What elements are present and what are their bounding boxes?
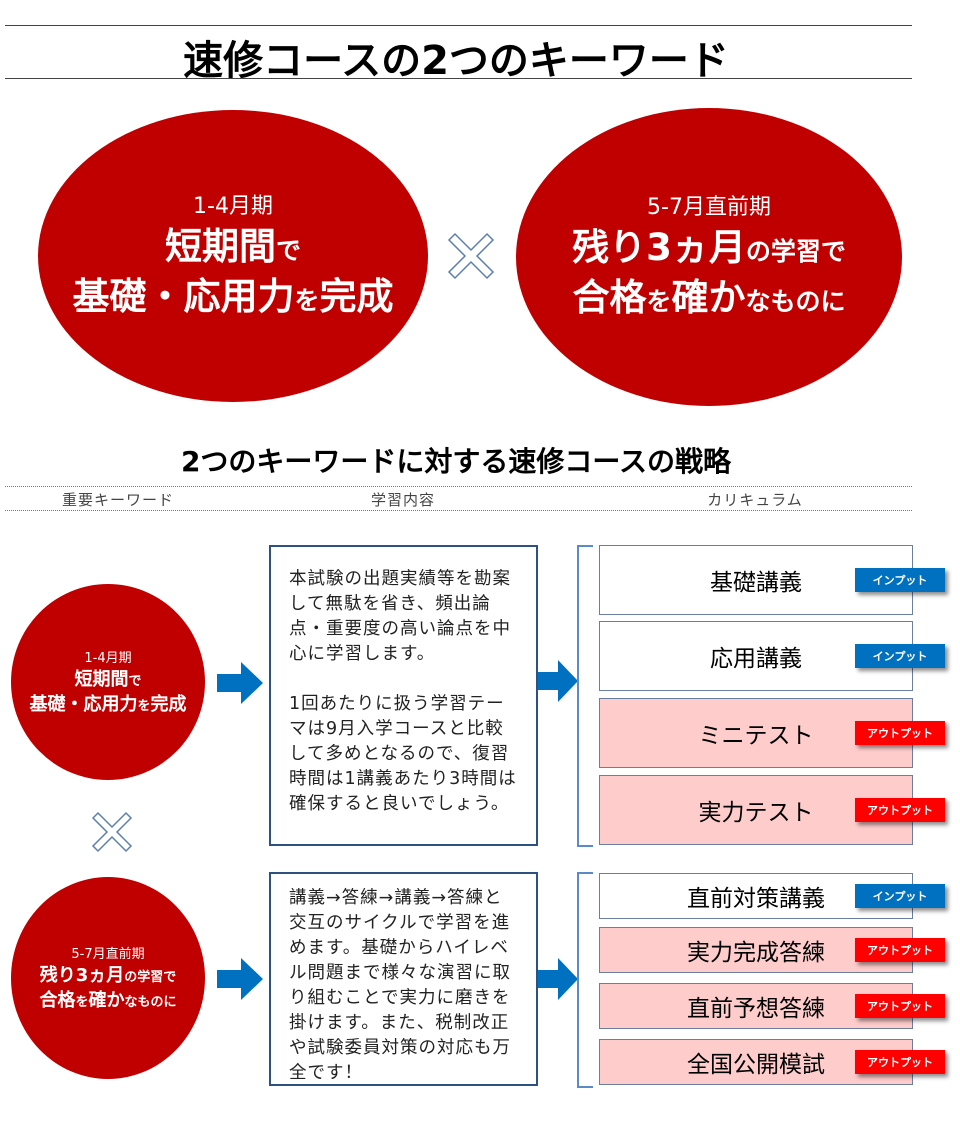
keyword-line: 基礎・応用力を完成 bbox=[29, 693, 187, 715]
study-content-box-1: 本試験の出題実績等を勘案して無駄を省き、頻出論点・重要度の高い論点を中心に学習し… bbox=[269, 545, 538, 846]
output-badge: アウトプット bbox=[855, 721, 945, 745]
keyword-line: 残り3ヵ月の学習で bbox=[39, 964, 177, 986]
input-badge: インプット bbox=[855, 884, 945, 908]
arrow-right-icon bbox=[217, 958, 263, 1000]
study-content-text: 1回あたりに扱う学習テーマは9月入学コースと比較して多めとなるので、復習時間は1… bbox=[289, 694, 517, 814]
keyword-line: 合格を確かなものに bbox=[39, 989, 177, 1011]
keyword-line: 残り3ヵ月の学習で bbox=[572, 226, 846, 269]
output-badge: アウトプット bbox=[855, 938, 945, 962]
keyword-ellipse-2: 5-7月直前期 残り3ヵ月の学習で 合格を確かなものに bbox=[516, 108, 902, 406]
period-label: 1-4月期 bbox=[84, 650, 132, 666]
section-subtitle: 2つのキーワードに対する速修コースの戦略 bbox=[180, 445, 732, 478]
keyword-ellipse-1: 1-4月期 短期間で 基礎・応用力を完成 bbox=[38, 110, 428, 402]
column-header: 学習内容 bbox=[370, 491, 436, 509]
study-content-text: 講義→答練→講義→答練と交互のサイクルで学習を進めます。基礎からハイレベル問題ま… bbox=[289, 888, 511, 1083]
output-badge: アウトプット bbox=[855, 798, 945, 822]
bracket bbox=[577, 872, 593, 1088]
keyword-circle-1: 1-4月期 短期間で 基礎・応用力を完成 bbox=[11, 584, 205, 780]
output-badge: アウトプット bbox=[855, 994, 945, 1018]
period-label: 1-4月期 bbox=[193, 194, 273, 219]
input-badge: インプット bbox=[855, 644, 945, 668]
keyword-circle-2: 5-7月直前期 残り3ヵ月の学習で 合格を確かなものに bbox=[11, 877, 205, 1079]
input-badge: インプット bbox=[855, 568, 945, 592]
cross-icon bbox=[447, 232, 495, 280]
arrow-right-icon bbox=[538, 660, 578, 702]
column-header: カリキュラム bbox=[707, 491, 803, 509]
column-header: 重要キーワード bbox=[61, 491, 175, 509]
divider bbox=[5, 486, 912, 487]
divider bbox=[5, 25, 912, 26]
bracket bbox=[577, 545, 593, 847]
keyword-line: 基礎・応用力を完成 bbox=[72, 275, 394, 318]
keyword-line: 短期間で bbox=[74, 668, 142, 690]
study-content-box-2: 講義→答練→講義→答練と交互のサイクルで学習を進めます。基礎からハイレベル問題ま… bbox=[269, 872, 538, 1086]
output-badge: アウトプット bbox=[855, 1050, 945, 1074]
period-label: 5-7月直前期 bbox=[647, 195, 771, 220]
keyword-line: 合格を確かなものに bbox=[572, 276, 846, 319]
keyword-line: 短期間で bbox=[164, 225, 301, 268]
cross-icon bbox=[91, 811, 133, 853]
divider bbox=[5, 510, 912, 511]
arrow-right-icon bbox=[538, 958, 578, 1000]
study-content-text: 本試験の出題実績等を勘案して無駄を省き、頻出論点・重要度の高い論点を中心に学習し… bbox=[289, 569, 511, 664]
page-title: 速修コースの2つのキーワード bbox=[183, 38, 729, 84]
arrow-right-icon bbox=[217, 662, 263, 704]
period-label: 5-7月直前期 bbox=[71, 946, 145, 962]
divider bbox=[5, 78, 912, 79]
